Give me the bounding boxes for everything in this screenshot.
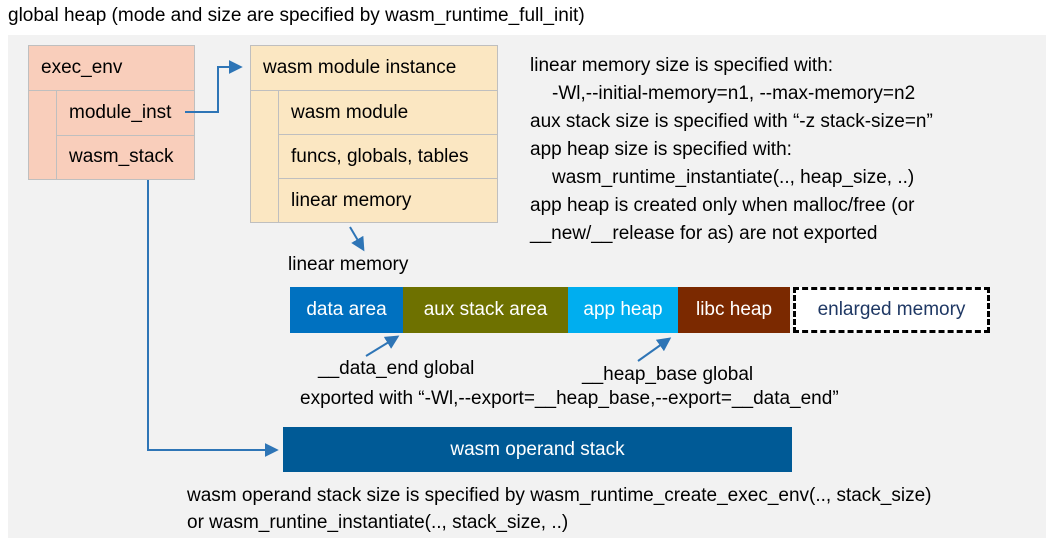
- segment-aux-stack-area: aux stack area: [403, 287, 568, 333]
- wasm-operand-stack-label: wasm operand stack: [450, 438, 625, 460]
- footer-line: wasm operand stack size is specified by …: [187, 485, 932, 506]
- wasm-module-instance-box: wasm module instance wasm module funcs, …: [250, 45, 498, 223]
- diagram-title: global heap (mode and size are specified…: [8, 5, 585, 26]
- data-end-global-label: __data_end global: [318, 358, 475, 379]
- note-line: app heap is created only when malloc/fre…: [530, 195, 915, 216]
- segment-app-heap: app heap: [568, 287, 678, 333]
- note-line: __new/__release for as) are not exported: [530, 223, 878, 244]
- linear-memory-label: linear memory: [288, 254, 409, 275]
- note-line: app heap size is specified with:: [530, 139, 792, 160]
- note-line: -Wl,--initial-memory=n1, --max-memory=n2: [552, 83, 916, 104]
- wasm-operand-stack-bar: wasm operand stack: [283, 427, 792, 472]
- exec-env-title: exec_env: [29, 46, 194, 91]
- note-line: aux stack size is specified with “-z sta…: [530, 111, 933, 132]
- row-funcs-globals-tables: funcs, globals, tables: [279, 135, 497, 179]
- note-line: wasm_runtime_instantiate(.., heap_size, …: [552, 167, 915, 188]
- exec-env-row-module-inst: module_inst: [57, 91, 194, 136]
- wasm-module-instance-title: wasm module instance: [251, 46, 497, 91]
- exec-env-row-wasm-stack: wasm_stack: [69, 146, 174, 168]
- segment-data-area: data area: [290, 287, 403, 333]
- heap-base-global-label: __heap_base global: [582, 364, 754, 385]
- exported-with-label: exported with “-Wl,--export=__heap_base,…: [300, 388, 839, 409]
- exec-env-box: exec_env module_inst wasm_stack: [28, 45, 195, 180]
- row-linear-memory: linear memory: [291, 189, 412, 211]
- segment-enlarged-memory: enlarged memory: [793, 287, 990, 333]
- exec-env-rows: module_inst wasm_stack: [56, 91, 194, 179]
- linear-memory-notes: linear memory size is specified with: -W…: [530, 52, 1042, 248]
- wasm-module-instance-rows: wasm module funcs, globals, tables linea…: [278, 91, 497, 222]
- note-line: linear memory size is specified with:: [530, 55, 834, 76]
- footer-line: or wasm_runtine_instantiate(.., stack_si…: [187, 512, 569, 533]
- segment-libc-heap: libc heap: [678, 287, 790, 333]
- linear-memory-bar: data area aux stack area app heap libc h…: [290, 287, 990, 333]
- row-wasm-module: wasm module: [279, 91, 497, 135]
- footer-text: wasm operand stack size is specified by …: [187, 482, 932, 536]
